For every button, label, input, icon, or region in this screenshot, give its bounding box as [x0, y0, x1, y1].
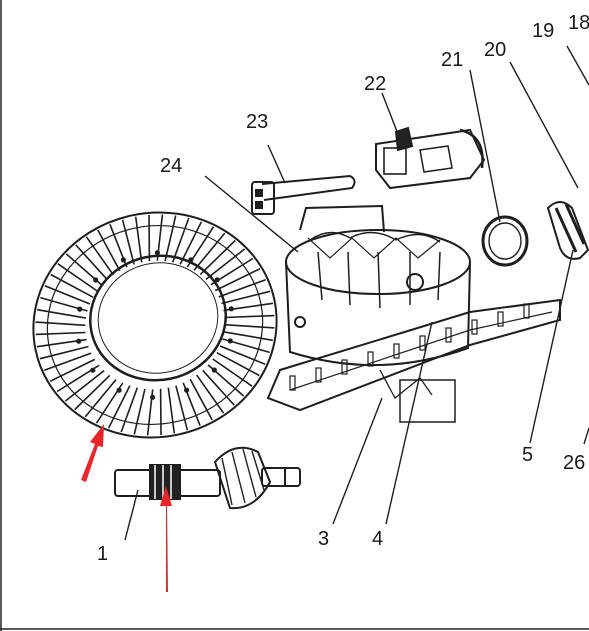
flange-bolt [445, 327, 452, 343]
cross-pin [251, 174, 356, 215]
gear-tooth [74, 374, 111, 411]
gear-tooth [218, 278, 266, 298]
gear-bolt [184, 387, 190, 393]
label-18: 18 [568, 12, 589, 34]
gear-bolt [228, 306, 234, 312]
label-26: 26 [563, 452, 585, 474]
gear-bolt [150, 394, 156, 400]
gear-tooth [49, 358, 96, 383]
gear-tooth [44, 285, 91, 305]
flange-bolt [393, 343, 400, 359]
gear-bolt [76, 338, 82, 344]
leader-lines [124, 45, 589, 541]
label-20: 20 [484, 39, 506, 61]
gear-tooth [57, 263, 98, 292]
gear-tooth [107, 385, 131, 429]
gear-tooth [214, 267, 261, 292]
pinion-shaft [114, 446, 301, 510]
arrow-ring-gear [81, 424, 104, 482]
arrow-pinion [160, 486, 172, 592]
gear-tooth [189, 378, 213, 421]
gear-tooth [202, 369, 235, 406]
bearing [546, 201, 589, 260]
gear-tooth [175, 385, 189, 431]
gear-tooth [221, 290, 271, 305]
label-22: 22 [364, 73, 386, 95]
label-19: 19 [532, 20, 554, 42]
gear-tooth [199, 239, 236, 276]
gear-tooth [205, 248, 246, 281]
gear-tooth [193, 232, 226, 271]
flange-bolt [419, 335, 426, 351]
flange-bolt [289, 375, 296, 391]
gear-tooth [167, 387, 176, 434]
gear-tooth [39, 345, 89, 360]
gear-tooth [164, 215, 177, 262]
flange-bolt [471, 319, 478, 335]
gear-tooth [212, 358, 253, 387]
label-23: 23 [246, 111, 268, 133]
gear-tooth [44, 352, 92, 372]
gear-tooth [134, 216, 143, 263]
gear-tooth [133, 388, 146, 435]
gear-bolt [120, 257, 126, 263]
gear-tooth [50, 273, 94, 299]
gear-bolt [188, 257, 194, 263]
differential-carrier [266, 204, 561, 423]
label-3: 3 [318, 528, 329, 550]
gear-bolt [211, 367, 217, 373]
gear-tooth [224, 323, 275, 329]
flange-bolt [523, 303, 530, 319]
gear-bolt [116, 387, 122, 393]
gear-tooth [75, 244, 108, 281]
gear-tooth [35, 331, 86, 336]
label-1: 1 [97, 543, 108, 565]
part-labels: 1 3 4 5 18 19 20 21 22 23 24 26 [97, 12, 589, 565]
gear-tooth [216, 351, 260, 377]
flange-bolt [341, 359, 348, 375]
gear-bolt [214, 277, 220, 283]
ring-gear [32, 211, 278, 439]
gear-bolt [227, 338, 233, 344]
highlight-arrows [81, 424, 172, 592]
gear-bolt [93, 277, 99, 283]
thrust-washer [481, 215, 529, 267]
gear-tooth [37, 308, 87, 319]
gear-tooth [171, 217, 190, 263]
gear-tooth [120, 387, 139, 433]
flange-bolt [497, 311, 504, 327]
flange-bolt [315, 367, 322, 383]
gear-tooth [179, 221, 203, 265]
gear-tooth [97, 229, 121, 272]
gear-tooth [85, 236, 114, 276]
gear-tooth [35, 321, 86, 327]
gear-tooth [223, 331, 273, 342]
gear-tooth [84, 379, 117, 418]
label-21: 21 [441, 49, 463, 71]
flange-bolt [367, 351, 374, 367]
gear-bolt [154, 250, 160, 256]
gear-bolt [90, 367, 96, 373]
gear-tooth [219, 345, 266, 365]
side-gear-block [375, 126, 486, 190]
gear-tooth [121, 219, 135, 265]
gear-tooth [224, 314, 275, 319]
gear-tooth [196, 374, 225, 414]
label-5: 5 [522, 444, 533, 466]
label-4: 4 [372, 528, 383, 550]
gear-tooth [64, 369, 105, 402]
label-24: 24 [160, 155, 182, 177]
gear-bolt [77, 306, 83, 312]
